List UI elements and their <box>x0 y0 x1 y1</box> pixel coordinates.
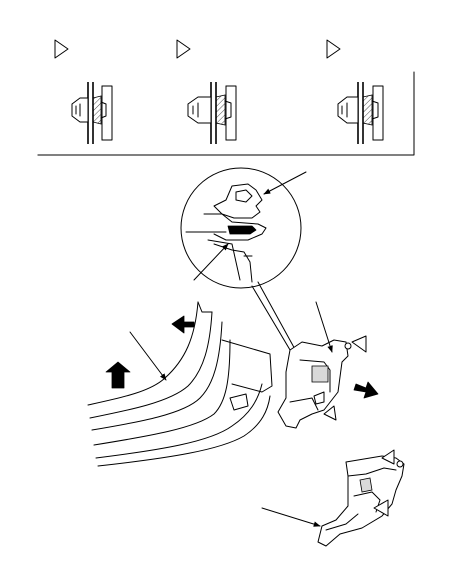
bold-arrow-icon <box>171 315 195 334</box>
lower-trim-part <box>261 449 405 547</box>
leader-arrow-icon <box>263 171 307 195</box>
triangle-clip-marker-icon <box>323 405 337 421</box>
triangle-clip-marker-icon <box>176 39 191 59</box>
leader-arrow-icon <box>129 331 167 381</box>
clip-detail-1 <box>71 82 113 144</box>
triangle-clip-marker-icon <box>381 449 395 465</box>
pillar-trim-part <box>277 301 379 429</box>
clip-detail-2 <box>187 82 237 144</box>
lower-trim-recess <box>359 477 373 493</box>
clip-detail-panel <box>37 39 415 156</box>
vehicle-body-section <box>87 301 273 467</box>
trim-recess <box>311 365 329 383</box>
magnifier-circle <box>180 167 302 289</box>
seal-section <box>227 225 257 235</box>
bold-arrow-icon <box>105 361 131 389</box>
magnified-section-detail <box>180 167 307 363</box>
leader-arrow-icon <box>261 507 321 527</box>
triangle-clip-marker-icon <box>373 499 389 517</box>
triangle-clip-marker-icon <box>54 39 69 59</box>
panel-border <box>37 71 415 156</box>
leader-arrow-icon <box>315 301 333 353</box>
triangle-clip-marker-icon <box>351 335 367 353</box>
leader-arrow-icon <box>193 243 229 281</box>
bold-arrow-icon <box>353 381 379 399</box>
clip-detail-3 <box>337 82 384 144</box>
triangle-clip-marker-icon <box>326 39 341 59</box>
